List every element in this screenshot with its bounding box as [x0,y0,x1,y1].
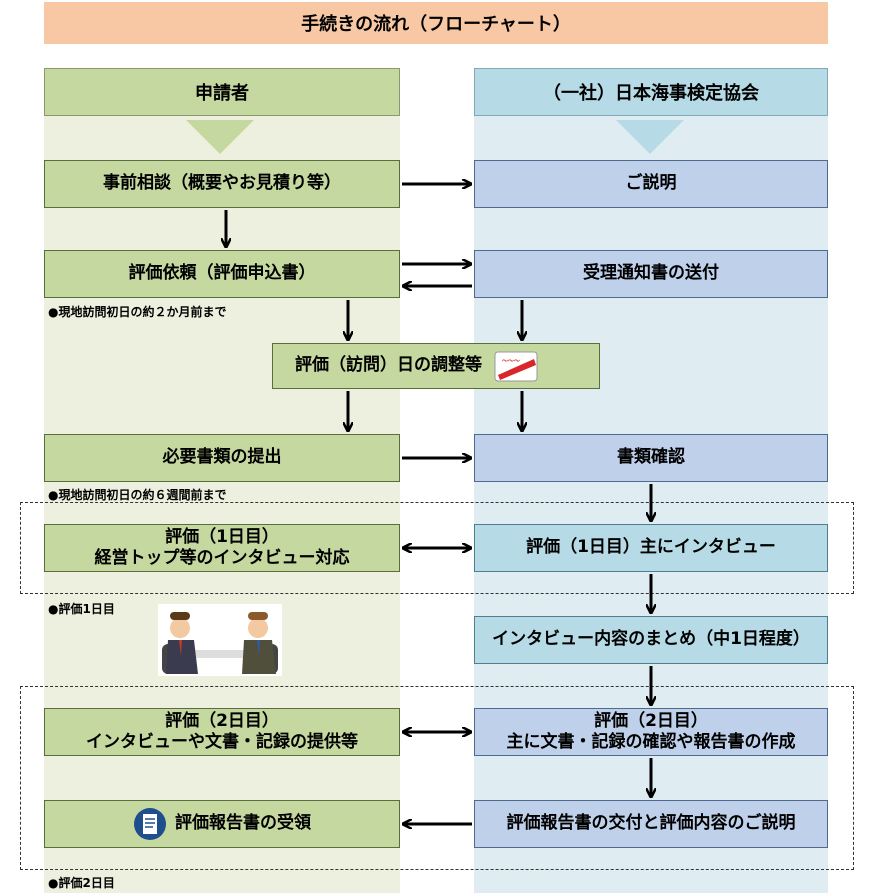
note-day2: ●評価2日目 [48,876,115,890]
note-2-months: ●現地訪問初日の約２か月前まで [48,305,227,319]
step-report-deliver: 評価報告書の交付と評価内容のご説明 [474,800,828,848]
step-report-receive: 評価報告書の受領 [44,800,400,848]
lane-down-arrow-right [616,120,684,154]
day2-group-frame [20,686,854,870]
step-day2-association-line1: 評価（2日目） [594,710,708,731]
step-day1-applicant-line1: 評価（1日目） [165,526,279,547]
lane-down-arrow-left [186,120,254,154]
step-day2-applicant-line2: インタビューや文書・記録の提供等 [86,732,358,752]
step-day2-association: 評価（2日目） 主に文書・記録の確認や報告書の作成 [474,708,828,756]
day1-group-frame [20,502,854,594]
step-summary: インタビュー内容のまとめ（中1日程度） [474,616,828,664]
meeting-illustration [158,604,282,676]
document-icon [133,807,167,841]
step-day1-applicant: 評価（1日目） 経営トップ等のインタビュー対応 [44,524,400,572]
step-day2-association-line2: 主に文書・記録の確認や報告書の作成 [506,732,796,752]
step-schedule: 評価（訪問）日の調整等 ～～～ [272,343,600,389]
step-day2-applicant: 評価（2日目） インタビューや文書・記録の提供等 [44,708,400,756]
step-submit-docs: 必要書類の提出 [44,434,400,482]
step-day2-applicant-line1: 評価（2日目） [165,710,279,731]
step-pre-consult: 事前相談（概要やお見積り等） [44,160,400,208]
page-title: 手続きの流れ（フローチャート） [44,2,828,44]
step-receipt: 受理通知書の送付 [474,250,828,298]
lane-header-applicant: 申請者 [44,68,400,116]
step-request: 評価依頼（評価申込書） [44,250,400,298]
step-explain: ご説明 [474,160,828,208]
step-day1-association: 評価（1日目）主にインタビュー [474,524,828,572]
calendar-icon: ～～～ [494,349,538,383]
step-doc-check: 書類確認 [474,434,828,482]
step-report-receive-label: 評価報告書の受領 [175,813,311,834]
note-6-weeks: ●現地訪問初日の約６週間前まで [48,488,227,502]
svg-text:～～～: ～～～ [502,358,520,365]
step-day1-applicant-line2: 経営トップ等のインタビュー対応 [94,548,350,568]
note-day1: ●評価1日目 [48,602,115,616]
step-schedule-label: 評価（訪問）日の調整等 [295,355,482,376]
lane-header-association: （一社）日本海事検定協会 [474,68,828,116]
